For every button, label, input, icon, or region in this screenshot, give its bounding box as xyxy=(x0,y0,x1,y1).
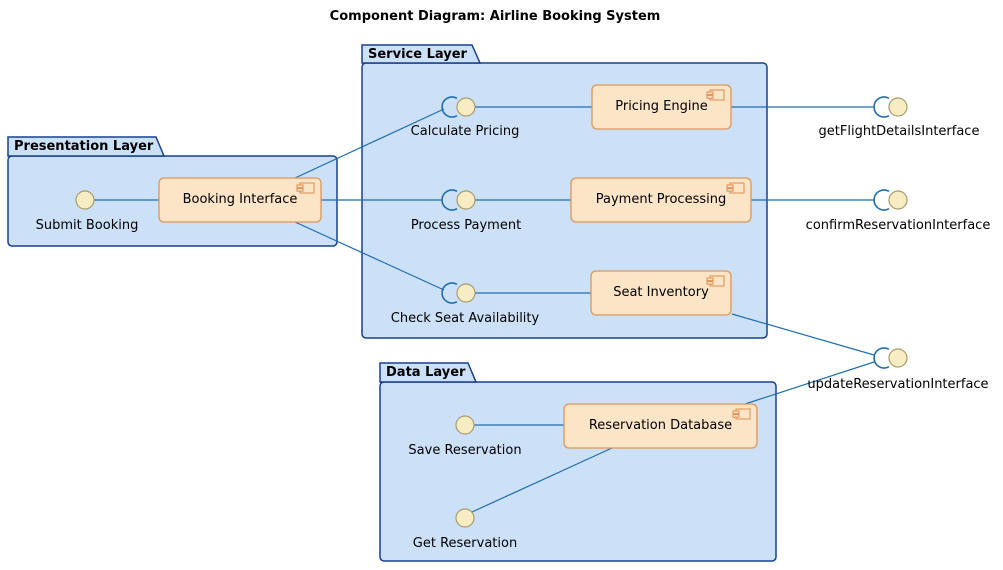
diagram-title: Component Diagram: Airline Booking Syste… xyxy=(329,9,661,24)
calculate-pricing-socket xyxy=(441,96,458,118)
confirmreservation-socket xyxy=(873,189,890,211)
getflightdetails-ball xyxy=(888,97,908,117)
get-reservation-label: Get Reservation xyxy=(412,536,518,551)
package-data-layer xyxy=(379,362,777,562)
pricing-engine-label: Pricing Engine xyxy=(615,99,708,115)
reservation-database-label: Reservation Database xyxy=(588,418,733,434)
edge-seat-to-updatereservation xyxy=(731,313,875,356)
process-payment-socket xyxy=(441,189,458,211)
component-icon xyxy=(706,89,725,101)
payment-processing-label: Payment Processing xyxy=(595,192,727,208)
edge-booking-to-check-seat xyxy=(294,221,445,291)
check-seat-availability-ball xyxy=(456,283,476,303)
updatereservation-ball xyxy=(888,348,908,368)
data-layer-tab xyxy=(379,362,478,383)
getflightdetails-label: getFlightDetailsInterface xyxy=(818,124,980,139)
seat-inventory-box xyxy=(590,270,732,316)
calculate-pricing-ball xyxy=(456,97,476,117)
edge-database-to-updatereservation xyxy=(744,361,875,405)
edge-get-to-database xyxy=(471,447,613,513)
service-layer-label: Service Layer xyxy=(368,47,467,62)
booking-interface-box xyxy=(158,177,322,223)
service-layer-tab xyxy=(361,44,482,64)
component-icon xyxy=(706,275,725,287)
getflightdetails-socket xyxy=(873,96,890,118)
check-seat-availability-socket xyxy=(441,282,458,304)
confirmreservation-ball xyxy=(888,190,908,210)
booking-interface-label: Booking Interface xyxy=(182,192,298,208)
confirmreservation-label: confirmReservationInterface xyxy=(805,218,991,233)
submit-booking-ball xyxy=(75,190,95,210)
calculate-pricing-label: Calculate Pricing xyxy=(410,124,520,139)
process-payment-label: Process Payment xyxy=(410,218,522,233)
component-icon xyxy=(296,182,315,194)
updatereservation-label: updateReservationInterface xyxy=(807,377,989,392)
presentation-layer-label: Presentation Layer xyxy=(14,139,154,154)
save-reservation-ball xyxy=(455,415,475,435)
pricing-engine-box xyxy=(591,84,732,130)
component-icon xyxy=(726,182,745,194)
seat-inventory-label: Seat Inventory xyxy=(613,285,709,301)
check-seat-availability-label: Check Seat Availability xyxy=(390,311,540,326)
component-icon xyxy=(732,408,751,420)
payment-processing-box xyxy=(570,177,752,223)
data-layer-label: Data Layer xyxy=(386,365,466,380)
edge-booking-to-calculate-pricing xyxy=(294,108,445,179)
presentation-layer-tab xyxy=(7,136,166,157)
process-payment-ball xyxy=(456,190,476,210)
reservation-database-box xyxy=(563,403,758,449)
save-reservation-label: Save Reservation xyxy=(408,443,522,458)
submit-booking-label: Submit Booking xyxy=(35,218,139,233)
updatereservation-socket xyxy=(873,347,890,369)
get-reservation-ball xyxy=(455,508,475,528)
